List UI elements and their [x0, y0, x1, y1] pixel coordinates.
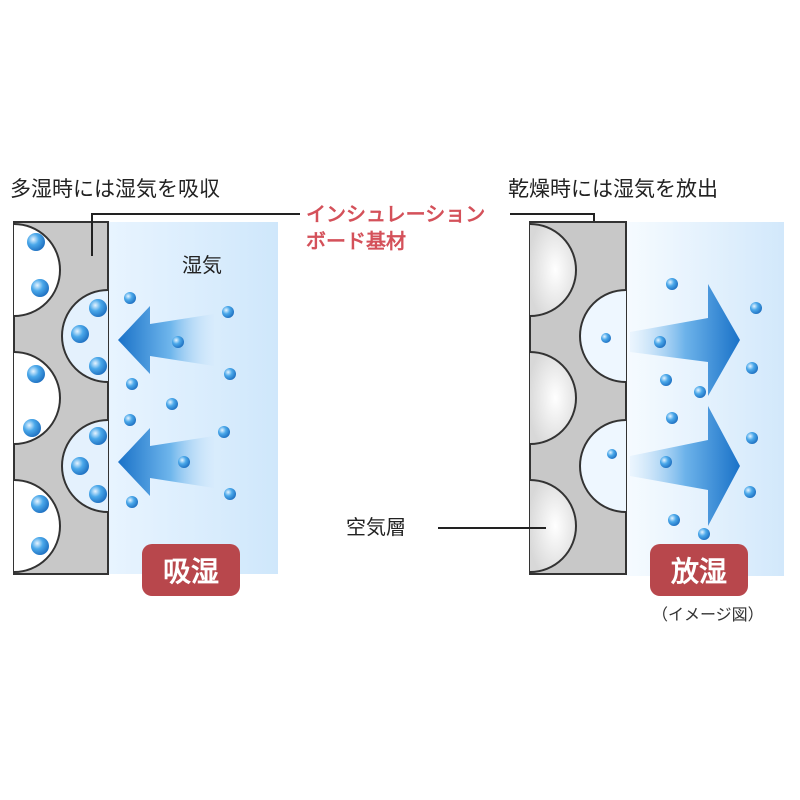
release-arrow-lower	[630, 406, 740, 526]
release-badge-label: 放湿	[670, 555, 727, 588]
release-badge	[650, 544, 748, 596]
insulation-callout: インシュレーション ボード基材	[91, 202, 595, 256]
right-board-air-layer-2	[529, 351, 577, 445]
left-floating-drops	[124, 292, 236, 508]
release-arrow-upper	[630, 284, 740, 396]
callout-line-1: インシュレーション	[306, 202, 485, 226]
image-note: （イメージ図）	[652, 605, 764, 624]
left-air-zone	[108, 222, 278, 574]
moisture-label: 湿気	[182, 253, 222, 277]
left-board-air-layer-1	[13, 223, 61, 317]
absorb-arrow-upper	[118, 306, 214, 374]
absorb-badge	[142, 544, 240, 596]
right-air-zone	[626, 222, 784, 576]
left-absorbed-drops	[23, 233, 107, 555]
absorb-arrow-lower	[118, 428, 214, 496]
right-release-arrows	[630, 284, 740, 526]
right-heading: 乾燥時には湿気を放出	[508, 177, 718, 201]
right-floating-drops	[601, 278, 762, 540]
right-board-air-layer-1	[529, 223, 577, 317]
left-board-air-layer-2	[13, 351, 61, 445]
absorb-badge-label: 吸湿	[163, 555, 219, 588]
callout-leader-left	[91, 213, 300, 256]
right-board-air-layer-3	[529, 479, 577, 573]
left-absorb-arrows	[118, 306, 214, 496]
right-panel: 乾燥時には湿気を放出 空気層 放湿 （イメージ図）	[346, 177, 784, 624]
right-board-cutout-2	[579, 419, 627, 513]
callout-line-2: ボード基材	[306, 229, 406, 253]
air-layer-label: 空気層	[346, 515, 406, 539]
left-panel: 多湿時には湿気を吸収 湿気 吸湿	[10, 177, 278, 596]
left-heading: 多湿時には湿気を吸収	[10, 177, 220, 201]
